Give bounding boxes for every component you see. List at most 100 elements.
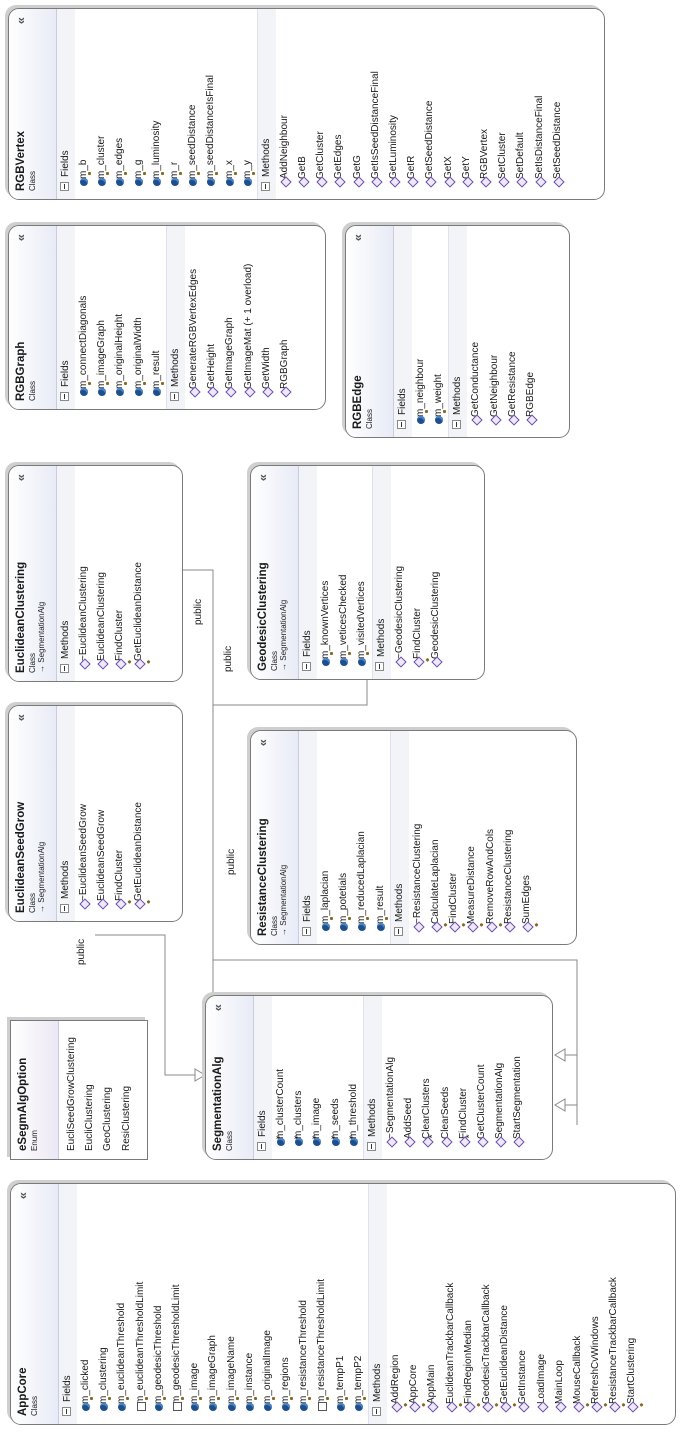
method-item: FindCluster bbox=[455, 996, 473, 1159]
collapse-toggle-icon[interactable] bbox=[366, 1142, 376, 1151]
method-item: SegmentationAlg bbox=[491, 996, 509, 1159]
field-item: m_result bbox=[372, 731, 390, 944]
collapse-toggle-icon[interactable] bbox=[452, 420, 462, 429]
collapse-chevron-icon[interactable]: « bbox=[13, 19, 28, 25]
public-label-1: public bbox=[76, 938, 87, 965]
method-item: GetB bbox=[294, 9, 312, 199]
field-item: m_imageGraph bbox=[93, 226, 111, 409]
protected-field-icon bbox=[295, 1138, 304, 1146]
protected-method-icon bbox=[422, 1136, 434, 1148]
fields-section-header[interactable]: Fields bbox=[57, 226, 75, 409]
collapse-toggle-icon[interactable] bbox=[396, 420, 406, 429]
field-icon bbox=[152, 178, 161, 186]
collapse-chevron-icon[interactable]: « bbox=[210, 1006, 225, 1012]
collapse-chevron-icon[interactable]: « bbox=[13, 476, 28, 482]
field-item: m_threshold bbox=[345, 996, 363, 1159]
methods-section-header[interactable]: Methods bbox=[165, 226, 185, 409]
field-icon bbox=[189, 178, 198, 186]
collapse-chevron-icon[interactable]: « bbox=[15, 1194, 30, 1200]
method-item: EuclideanTrackbarCallback bbox=[442, 1184, 460, 1424]
base-class: → SegmentationAlg bbox=[37, 601, 46, 673]
collapse-chevron-icon[interactable]: « bbox=[13, 716, 28, 722]
field-icon bbox=[80, 388, 88, 396]
inheritance-arrowhead-right-2 bbox=[554, 1098, 566, 1112]
method-item: FindCluster bbox=[445, 731, 463, 944]
methods-section-header[interactable]: Methods bbox=[57, 706, 75, 921]
collapse-toggle-icon[interactable] bbox=[260, 182, 270, 191]
methods-section-header[interactable]: Methods bbox=[368, 1184, 387, 1424]
collapse-toggle-icon[interactable] bbox=[393, 927, 403, 936]
field-item: m_regions bbox=[277, 1184, 295, 1424]
field-item: m_b bbox=[75, 9, 93, 199]
field-item: m_clusterCount bbox=[272, 996, 290, 1159]
fields-section-header[interactable]: Fields bbox=[254, 996, 272, 1159]
field-icon bbox=[225, 178, 234, 186]
base-class: → SegmentationAlg bbox=[279, 599, 288, 671]
field-icon bbox=[154, 1403, 163, 1411]
field-item: m_clustering bbox=[95, 1184, 113, 1424]
collapse-toggle-icon[interactable] bbox=[301, 927, 311, 936]
field-item: m_reducedLaplacian bbox=[353, 731, 371, 944]
methods-section-header[interactable]: Methods bbox=[389, 731, 409, 944]
enum-value: EucliClustering bbox=[84, 1084, 96, 1151]
collapse-toggle-icon[interactable] bbox=[59, 904, 69, 913]
field-icon bbox=[245, 1403, 254, 1411]
methods-section-header[interactable]: Methods bbox=[371, 466, 391, 679]
collapse-toggle-icon[interactable] bbox=[256, 1142, 266, 1151]
class-stereotype: Class bbox=[270, 650, 279, 671]
field-item: m_geodesicThresholdLimit bbox=[168, 1184, 186, 1424]
class-title: ResistanceClustering bbox=[257, 818, 269, 936]
collapse-chevron-icon[interactable]: « bbox=[350, 236, 365, 242]
collapse-chevron-icon[interactable]: « bbox=[13, 236, 28, 242]
field-item: m_seedDistance bbox=[184, 9, 202, 199]
enum-stereotype: Enum bbox=[30, 1130, 39, 1151]
collapse-chevron-icon[interactable]: « bbox=[255, 741, 270, 747]
methods-section-header[interactable]: Methods bbox=[448, 226, 468, 437]
class-stereotype: Class bbox=[28, 652, 37, 673]
method-item: RemoveRowAndCols bbox=[482, 731, 500, 944]
field-icon bbox=[322, 923, 330, 931]
class-title: EuclideanClustering bbox=[15, 561, 27, 673]
fields-section-header[interactable]: Fields bbox=[299, 731, 317, 944]
field-item: m_potetials bbox=[335, 731, 353, 944]
collapse-toggle-icon[interactable] bbox=[59, 664, 69, 673]
base-class: → SegmentationAlg bbox=[37, 841, 46, 913]
collapse-toggle-icon[interactable] bbox=[169, 392, 179, 401]
field-item: m_euclideanThresholdLimit bbox=[132, 1184, 150, 1424]
methods-section-header[interactable]: Methods bbox=[362, 996, 382, 1159]
collapse-toggle-icon[interactable] bbox=[61, 1407, 71, 1416]
fields-section-header[interactable]: Fields bbox=[394, 226, 412, 437]
method-item: ~EuclideanClustering bbox=[75, 466, 93, 681]
field-item: m_knownVertices bbox=[317, 466, 335, 679]
const-field-icon bbox=[318, 1402, 328, 1411]
field-icon bbox=[340, 923, 349, 931]
collapse-toggle-icon[interactable] bbox=[301, 662, 311, 671]
class-title: SegmentationAlg bbox=[212, 1056, 224, 1151]
collapse-chevron-icon[interactable]: « bbox=[255, 476, 270, 482]
methods-section-header[interactable]: Methods bbox=[256, 9, 276, 199]
method-item: SumEdges bbox=[518, 731, 536, 944]
collapse-toggle-icon[interactable] bbox=[59, 392, 69, 401]
base-class: → SegmentationAlg bbox=[279, 864, 288, 936]
collapse-toggle-icon[interactable] bbox=[59, 182, 69, 191]
fields-section-header[interactable]: Fields bbox=[59, 1184, 77, 1424]
method-item: AddNeighbour bbox=[276, 9, 294, 199]
field-item: m_tempP2 bbox=[350, 1184, 368, 1424]
collapse-toggle-icon[interactable] bbox=[371, 1407, 381, 1416]
class-stereotype: Class bbox=[270, 915, 279, 936]
collapse-toggle-icon[interactable] bbox=[375, 662, 385, 671]
field-icon bbox=[170, 178, 179, 186]
methods-section-header[interactable]: Methods bbox=[57, 466, 75, 681]
inherit-arrow-icon: → bbox=[37, 902, 46, 913]
method-item: LoadImage bbox=[533, 1184, 551, 1424]
fields-section-header[interactable]: Fields bbox=[299, 466, 317, 679]
method-item: GetNeighbour bbox=[486, 226, 504, 437]
method-item: ~GeodesicClustering bbox=[391, 466, 409, 679]
field-item: m_connectDiagonals bbox=[75, 226, 93, 409]
fields-section-header[interactable]: Fields bbox=[57, 9, 75, 199]
const-field-icon bbox=[172, 1402, 182, 1411]
class-title: GeodesicClustering bbox=[257, 562, 269, 671]
field-icon bbox=[82, 1403, 90, 1411]
class-stereotype: Class bbox=[365, 408, 374, 429]
